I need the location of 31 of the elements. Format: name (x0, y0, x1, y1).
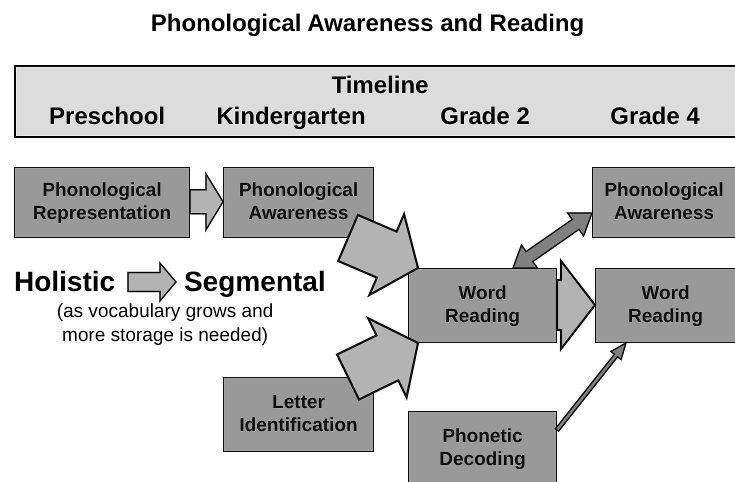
diagram-title: Phonological Awareness and Reading (150, 10, 586, 38)
stage-label: Kindergarten (216, 105, 366, 129)
skill-box (595, 268, 735, 343)
block-arrow (336, 316, 420, 401)
skill-box (14, 167, 190, 238)
note-text: (as vocabulary grows and more storage is needed) (56, 300, 274, 348)
stage-label: Preschool (48, 105, 166, 129)
stage-label: Grade 2 (440, 105, 530, 129)
stage-term: Segmental (184, 266, 330, 298)
skill-box (408, 268, 557, 343)
block-arrow (189, 171, 224, 232)
box-label: Phonological Awareness (238, 180, 360, 226)
block-arrow (127, 260, 177, 304)
skill-box (223, 167, 374, 238)
box-label: Phonological Awareness (603, 180, 725, 226)
box-label: Letter Identification (238, 392, 359, 438)
block-arrow (554, 342, 627, 432)
skill-box (408, 411, 557, 482)
box-label: Phonetic Decoding (438, 426, 527, 472)
timeline-heading: Timeline (332, 74, 428, 98)
box-label: Word Reading (627, 282, 704, 328)
stage-term: Holistic (14, 266, 118, 298)
timeline-band (14, 65, 735, 138)
box-label: Phonological Representation (32, 180, 172, 226)
block-arrow (556, 258, 596, 352)
block-arrow (336, 210, 420, 298)
box-label: Word Reading (444, 282, 521, 328)
block-arrow (512, 212, 594, 269)
skill-box (223, 377, 374, 452)
skill-box (592, 167, 735, 238)
stage-label: Grade 4 (610, 105, 700, 129)
